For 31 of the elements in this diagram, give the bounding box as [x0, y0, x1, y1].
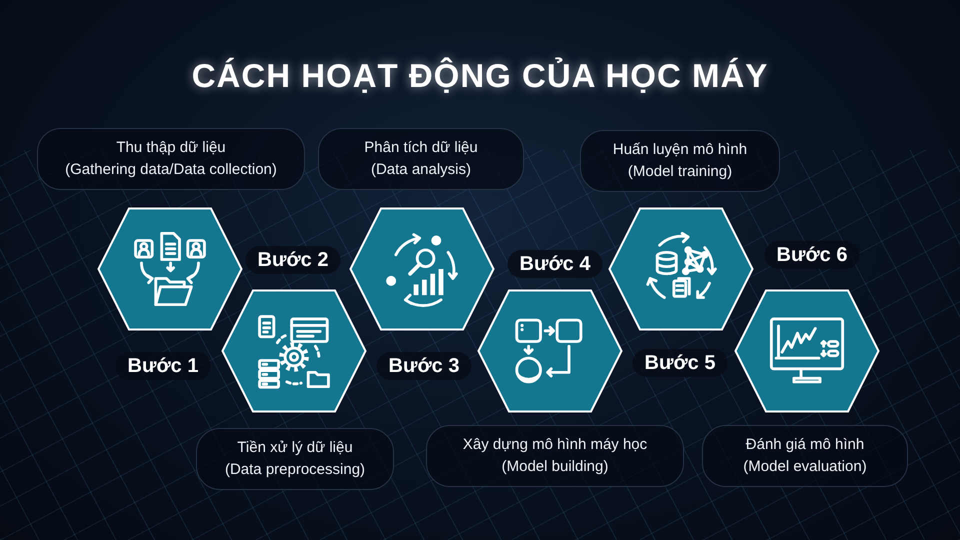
hexagon-tile — [477, 289, 623, 413]
step-name: Thu thập dữ liệu — [116, 138, 226, 158]
step-english-name: (Model building) — [502, 457, 608, 477]
hexagon-tile — [221, 289, 367, 413]
hexagon-tile — [734, 289, 880, 413]
step-description-panel — [580, 130, 780, 192]
step-label: Bước 5 — [632, 349, 728, 377]
hexagon-tile — [608, 207, 754, 331]
page-title: CÁCH HOẠT ĐỘNG CỦA HỌC MÁY — [192, 56, 768, 96]
step-name: Phân tích dữ liệu — [364, 138, 478, 158]
step-name: Đánh giá mô hình — [746, 435, 864, 455]
step-name: Tiền xử lý dữ liệu — [237, 438, 353, 458]
step-description-panel — [318, 128, 524, 190]
step-label: Bước 6 — [764, 241, 860, 269]
step-name: Xây dựng mô hình máy học — [462, 435, 648, 455]
step-label: Bước 4 — [508, 250, 602, 278]
step-english-name: (Data preprocessing) — [224, 460, 366, 480]
step-description-panel — [426, 425, 684, 487]
step-description-panel — [37, 128, 305, 190]
step-english-name: (Model training) — [628, 162, 732, 182]
step-label: Bước 3 — [376, 352, 472, 380]
step-label: Bước 1 — [116, 352, 210, 380]
step-english-name: (Data analysis) — [370, 160, 472, 180]
hexagon-tile — [97, 207, 243, 331]
step-description-panel — [702, 425, 908, 487]
step-english-name: (Model evaluation) — [743, 457, 867, 477]
step-description-panel — [196, 428, 394, 490]
step-name: Huấn luyện mô hình — [612, 140, 748, 160]
hexagon-tile — [349, 207, 495, 331]
step-label: Bước 2 — [246, 246, 340, 274]
step-english-name: (Gathering data/Data collection) — [65, 160, 277, 180]
